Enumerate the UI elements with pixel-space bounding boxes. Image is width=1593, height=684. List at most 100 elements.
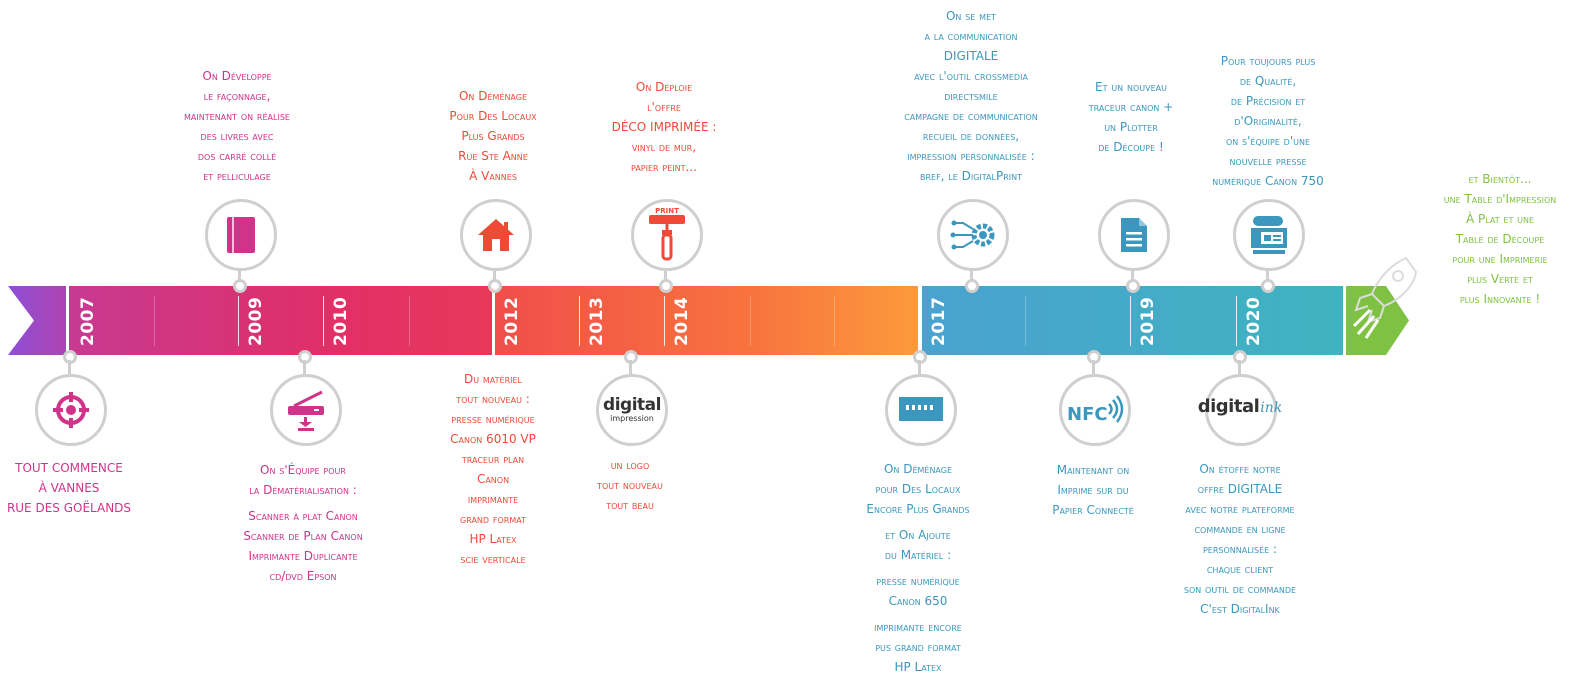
event-line: du Matériel : xyxy=(884,548,952,562)
nfc-icon: NFC xyxy=(1067,395,1124,425)
connector-dot xyxy=(965,279,979,293)
event-text-future: et Bientôt... une Table d'Impression À P… xyxy=(1412,169,1588,309)
event-node-2019-a xyxy=(1098,199,1170,271)
event-line: Table de Découpe xyxy=(1455,232,1545,246)
connector-stem xyxy=(1092,360,1095,374)
event-line: plus Verte et xyxy=(1467,272,1533,286)
event-line: plus Innovante ! xyxy=(1459,292,1541,306)
year-tick xyxy=(1236,296,1237,346)
year-label-2012: 2012 xyxy=(502,296,522,346)
event-line: avec l'outil crossmedia xyxy=(914,69,1028,83)
event-node-2013: digital impression xyxy=(596,374,668,446)
connector-dot xyxy=(1126,279,1140,293)
event-line: on s'équipe d'une xyxy=(1225,134,1311,148)
event-text-2017-a: On se met a la communication DIGITALE av… xyxy=(866,6,1076,186)
connector-stem xyxy=(68,360,71,374)
house-icon xyxy=(478,219,514,251)
large-format-printer-icon xyxy=(899,397,943,421)
event-line: l'offre xyxy=(647,100,681,114)
event-line: Imprime sur du xyxy=(1057,483,1129,497)
event-line: Pour Des Locaux xyxy=(449,109,537,123)
event-line: et pelliculage xyxy=(203,169,271,183)
event-line: vinyl de mur, xyxy=(631,140,697,154)
event-line: Et un nouveau xyxy=(1095,80,1167,94)
event-line: son outil de commande xyxy=(1183,582,1297,596)
event-line: tout beau xyxy=(606,498,654,512)
event-line: Rue Ste Anne xyxy=(458,149,528,163)
event-line: pour une Imprimerie xyxy=(1452,252,1548,266)
event-node-2017-a xyxy=(937,199,1009,271)
event-text-2020-a: Pour toujours plus de Qualité, de Précis… xyxy=(1193,51,1343,191)
band-separator xyxy=(66,286,69,355)
event-text-2020-b: On étoffe notre offre DIGITALE avec notr… xyxy=(1158,459,1322,619)
connector-dot xyxy=(1261,279,1275,293)
event-line: Canon 650 xyxy=(888,594,948,608)
printing-press-icon xyxy=(1251,216,1287,254)
year-tick xyxy=(323,296,324,346)
event-line: On étoffe notre xyxy=(1199,462,1281,476)
event-line: Pour toujours plus xyxy=(1220,54,1316,68)
event-line: presse numérique xyxy=(876,574,960,588)
connector-dot xyxy=(233,279,247,293)
event-line: un logo xyxy=(610,458,650,472)
event-line: grand format xyxy=(460,512,526,526)
event-line: un Plotter xyxy=(1104,120,1158,134)
event-line: et Bientôt... xyxy=(1468,172,1532,186)
event-line: imprimante xyxy=(467,492,519,506)
event-line: scie verticale xyxy=(460,552,526,566)
event-line: maintenant on réalise xyxy=(184,109,290,123)
event-line: Maintenant on xyxy=(1056,463,1130,477)
event-text-2012-a: On Déménage Pour Des Locaux Plus Grands … xyxy=(427,86,559,186)
event-line: HP Latex xyxy=(894,660,942,674)
connector-stem xyxy=(1266,271,1269,283)
year-label-2009: 2009 xyxy=(246,296,266,346)
year-tick xyxy=(238,296,239,346)
event-line: imprimante encore xyxy=(874,620,962,634)
event-line: des livres avec xyxy=(200,129,274,143)
connector-dot xyxy=(488,279,502,293)
event-line: une Table d'Impression xyxy=(1443,192,1557,206)
event-line: traceur canon + xyxy=(1088,100,1174,114)
event-line: Papier Connecté xyxy=(1052,503,1134,517)
event-line: dos carré collé xyxy=(197,149,277,163)
timeline-start-arrow xyxy=(8,286,68,355)
year-label-2007: 2007 xyxy=(78,296,98,346)
event-node-2007 xyxy=(35,374,107,446)
event-node-2020-b xyxy=(1205,374,1277,446)
event-line: offre DIGITALE xyxy=(1197,482,1283,496)
event-node-2010 xyxy=(270,374,342,446)
event-line: RUE DES GOËLANDS xyxy=(6,501,132,515)
event-line: On Développe xyxy=(202,69,272,83)
connector-dot xyxy=(659,279,673,293)
event-line: directsmile xyxy=(944,89,998,103)
event-line: a la communication xyxy=(924,29,1018,43)
event-line: traceur plan xyxy=(461,452,525,466)
event-line: tout nouveau : xyxy=(456,392,530,406)
connector-stem xyxy=(970,271,973,283)
year-label-2017: 2017 xyxy=(929,296,949,346)
event-node-2017-b xyxy=(885,374,957,446)
connector-stem xyxy=(303,360,306,374)
scanner-icon xyxy=(288,390,324,431)
target-icon xyxy=(53,392,89,428)
event-line: de Précision et xyxy=(1230,94,1306,108)
event-line: impression personnalisée : xyxy=(907,149,1035,163)
event-line: pour Des Locaux xyxy=(875,482,961,496)
connector-stem xyxy=(629,360,632,374)
event-line: DIGITALE xyxy=(943,49,999,63)
circuit-gear-icon xyxy=(950,220,995,250)
event-line: numérique Canon 750 xyxy=(1212,174,1324,188)
event-line: la Dématérialisation : xyxy=(249,483,357,497)
year-tick xyxy=(579,296,580,346)
band-separator xyxy=(918,286,921,355)
event-line: On Déménage xyxy=(458,89,528,103)
digitalink-logo: digital ink xyxy=(1190,396,1290,426)
connector-stem xyxy=(918,360,921,374)
svg-text:PRINT: PRINT xyxy=(655,207,679,215)
connector-stem xyxy=(1131,271,1134,283)
event-line: Canon 6010 VP xyxy=(450,432,536,446)
connector-stem xyxy=(664,271,667,283)
event-node-2020-a xyxy=(1233,199,1305,271)
event-line: Scanner de Plan Canon xyxy=(243,529,363,543)
year-label-2010: 2010 xyxy=(331,296,351,346)
